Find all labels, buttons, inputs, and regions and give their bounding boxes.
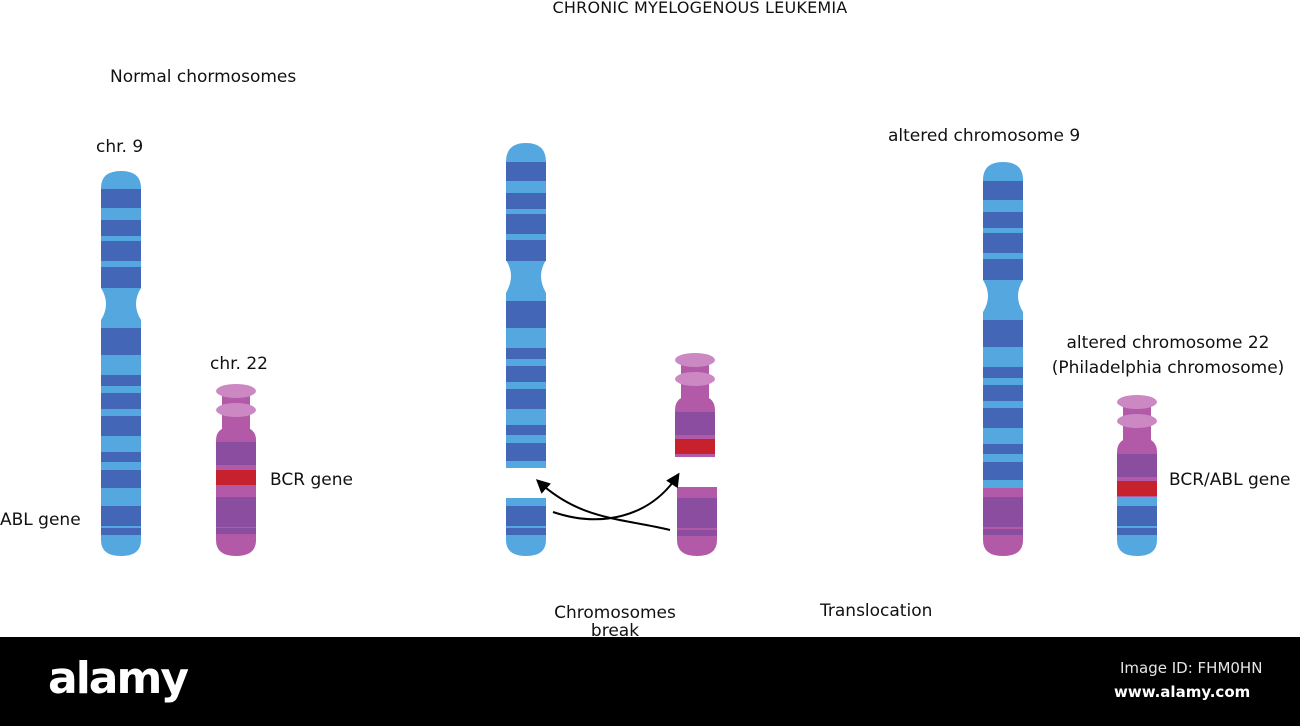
watermark-url: www.alamy.com xyxy=(1114,683,1251,701)
normal-chromosome-9 xyxy=(101,171,141,556)
altered-chr22-line1: altered chromosome 22 xyxy=(1066,333,1270,353)
arrow-to-chr9 xyxy=(535,479,671,531)
altered-chr22-label: altered chromosome 22 (Philadelphia chro… xyxy=(1040,333,1296,378)
chromosomes-break-label: Chromosomes break xyxy=(540,603,690,641)
bcr-abl-gene-label: BCR/ABL gene xyxy=(1169,470,1291,490)
altered-chr22-line2: (Philadelphia chromosome) xyxy=(1051,358,1285,378)
chromosomes-break-line2: break xyxy=(590,621,640,641)
breaking-chromosome-22-fragment xyxy=(677,487,717,556)
breaking-chromosome-22-upper xyxy=(675,353,715,457)
arrow-to-chr22 xyxy=(552,472,680,521)
chromosomes-break-line1: Chromosomes xyxy=(554,603,676,623)
cml-translocation-diagram xyxy=(101,143,1157,556)
translocation-label: Translocation xyxy=(820,601,933,621)
image-id-text: Image ID: FHM0HN xyxy=(1120,659,1263,677)
chr22-label: chr. 22 xyxy=(210,354,268,374)
breaking-chromosome-9-upper xyxy=(506,143,546,468)
normal-chromosomes-label: Normal chormosomes xyxy=(110,67,297,87)
diagram-title: CHRONIC MYELOGENOUS LEUKEMIA xyxy=(552,0,848,17)
abl-gene-label: ABL gene xyxy=(0,510,81,530)
watermark-footer: alamy Image ID: FHM0HN www.alamy.com xyxy=(0,637,1300,726)
bcr-gene-label: BCR gene xyxy=(270,470,353,490)
normal-chromosome-22 xyxy=(216,384,256,556)
chr9-label: chr. 9 xyxy=(96,137,144,157)
breaking-chromosome-9-fragment xyxy=(506,498,546,556)
altered-chromosome-9 xyxy=(983,162,1023,556)
altered-chr9-label: altered chromosome 9 xyxy=(888,126,1081,146)
philadelphia-chromosome xyxy=(1117,395,1157,556)
alamy-logo: alamy xyxy=(48,653,189,704)
